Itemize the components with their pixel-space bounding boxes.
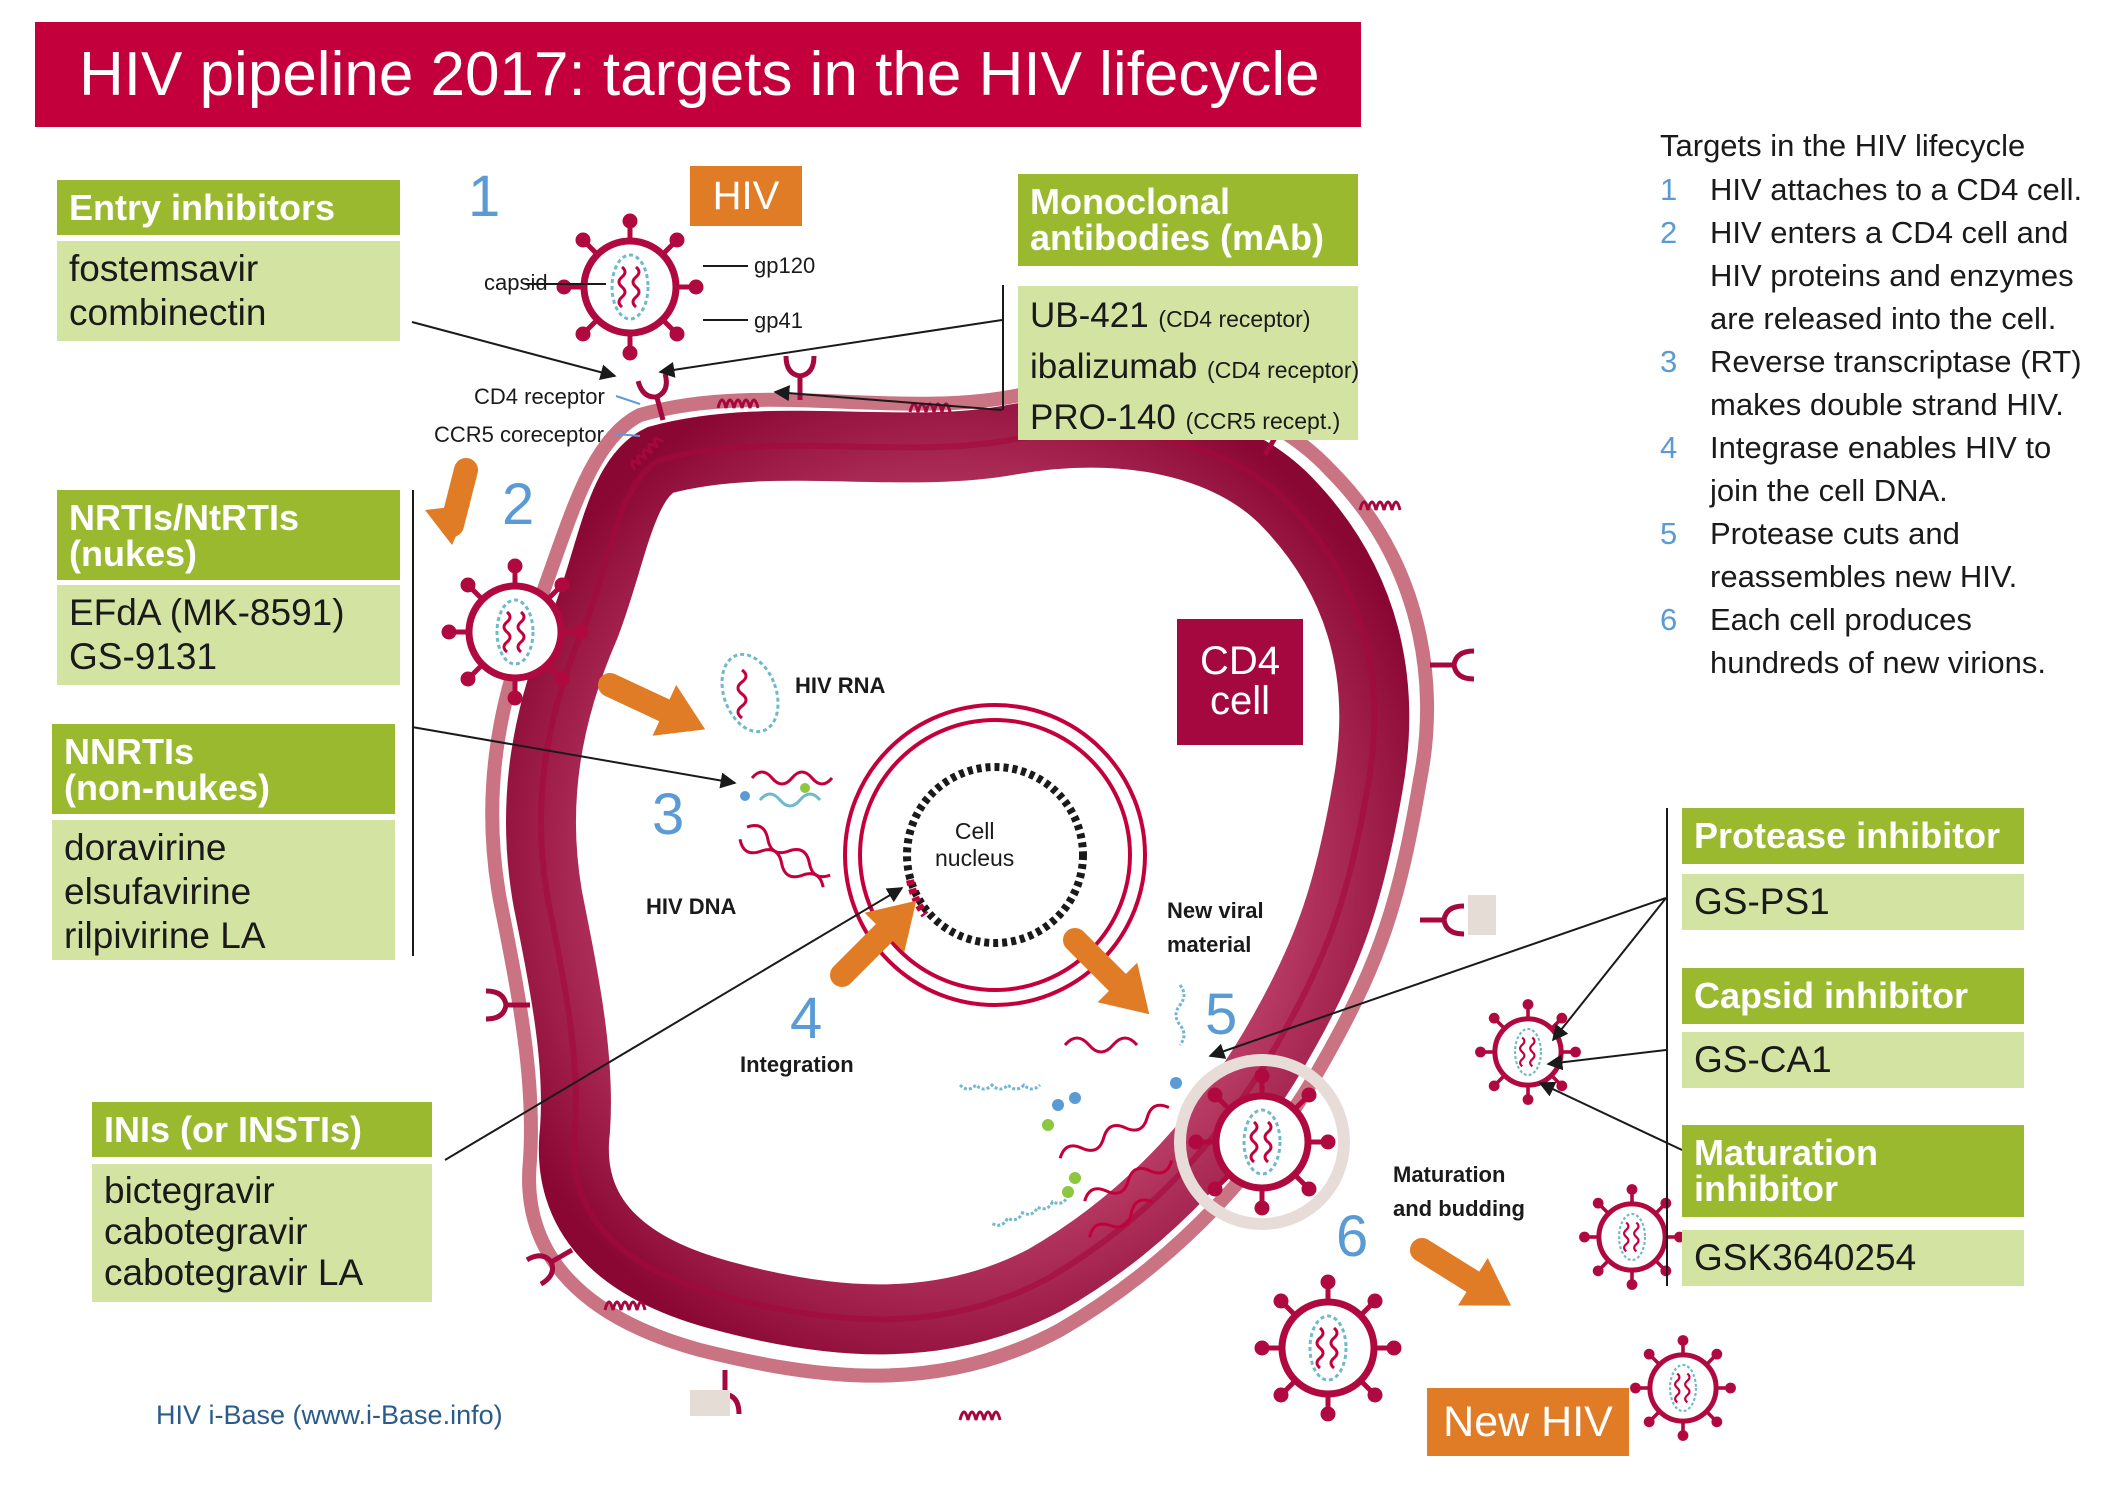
cd4-receptor-icon bbox=[1420, 906, 1464, 934]
legend-step-6: 6 Each cell produces hundreds of new vir… bbox=[1660, 602, 2047, 680]
step-number-6: 6 bbox=[1336, 1204, 1369, 1269]
title-bar: HIV pipeline 2017: targets in the HIV li… bbox=[35, 22, 1361, 127]
step-number-3: 3 bbox=[652, 782, 685, 847]
cd4-cell-label: CD4 cell bbox=[1177, 619, 1303, 745]
blocked-receptor-icon bbox=[690, 1390, 730, 1416]
ini-drugs: bictegravir cabotegravir cabotegravir LA bbox=[92, 1164, 432, 1302]
legend-step-3: 3 Reverse transcriptase (RT) makes doubl… bbox=[1660, 344, 2082, 422]
entry-inhibitors-header: Entry inhibitors bbox=[57, 180, 400, 235]
new-virion-icon bbox=[1257, 1277, 1399, 1419]
hiv-rna-icon bbox=[720, 652, 780, 734]
capsid-inhibitor-drugs: GS-CA1 bbox=[1682, 1032, 2024, 1088]
new-hiv-label: New HIV bbox=[1427, 1388, 1629, 1456]
new-viral-material-icon bbox=[1063, 1036, 1139, 1054]
ccr5-coreceptor-icon bbox=[958, 1410, 1002, 1422]
page-title: HIV pipeline 2017: targets in the HIV li… bbox=[79, 40, 1320, 109]
legend-step-5: 5 Protease cuts and reassembles new HIV. bbox=[1660, 516, 2018, 594]
step-number-5: 5 bbox=[1205, 982, 1238, 1047]
hiv-dna-icon bbox=[746, 824, 831, 879]
ini-header: INIs (or INSTIs) bbox=[92, 1102, 432, 1157]
cell-nucleus-label: Cell nucleus bbox=[935, 818, 1015, 871]
step6-arrow bbox=[1407, 1226, 1526, 1329]
maturation-budding-label: Maturation and budding bbox=[1393, 1162, 1525, 1221]
entering-virion-icon bbox=[444, 561, 586, 703]
gp120-label: gp120 bbox=[754, 253, 816, 278]
hiv-rna-label: HIV RNA bbox=[795, 673, 886, 698]
protease-inhibitor-drugs: GS-PS1 bbox=[1682, 874, 2024, 930]
hiv-virion-icon bbox=[559, 216, 701, 358]
new-virion-icon bbox=[1632, 1337, 1734, 1439]
nrti-drugs: EFdA (MK-8591) GS-9131 bbox=[57, 585, 400, 685]
source-credit: HIV i-Base (www.i-Base.info) bbox=[156, 1400, 503, 1430]
step3-arrow bbox=[598, 660, 717, 755]
budding-virion-icon bbox=[1191, 1071, 1333, 1213]
hiv-label: HIV bbox=[690, 166, 802, 226]
capsid-label: capsid bbox=[484, 270, 548, 295]
cd4-receptor-icon bbox=[1430, 651, 1474, 679]
mab-header: Monoclonal antibodies (mAb) bbox=[1018, 174, 1358, 266]
step-number-1: 1 bbox=[468, 164, 501, 229]
legend-title: Targets in the HIV lifecycle bbox=[1660, 128, 2026, 163]
protease-inhibitor-header: Protease inhibitor bbox=[1682, 808, 2024, 864]
hiv-dna-label: HIV DNA bbox=[646, 894, 737, 919]
new-virion-icon bbox=[1477, 1001, 1579, 1103]
mab-drug-1: UB-421 (CD4 receptor) bbox=[1030, 296, 1311, 335]
maturation-inhibitor-drugs: GSK3640254 bbox=[1682, 1230, 2024, 1286]
step2-arrow bbox=[425, 458, 478, 545]
legend-step-2: 2 HIV enters a CD4 cell and HIV proteins… bbox=[1660, 215, 2074, 336]
new-viral-material-label: New viral material bbox=[1167, 898, 1264, 957]
entry-inhibitors-drugs: fostemsavir combinectin bbox=[57, 241, 400, 341]
gp41-label: gp41 bbox=[754, 308, 803, 333]
nnrti-header: NNRTIs (non-nukes) bbox=[52, 724, 395, 814]
mab-drug-2: ibalizumab (CD4 receptor) bbox=[1030, 347, 1360, 386]
integration-label: Integration bbox=[740, 1052, 854, 1077]
rna-strand-icon bbox=[750, 770, 834, 786]
mab-drug-3: PRO-140 (CCR5 recept.) bbox=[1030, 398, 1341, 437]
lifecycle-legend: Targets in the HIV lifecycle 1 HIV attac… bbox=[1660, 124, 2100, 684]
legend-step-4: 4 Integrase enables HIV to join the cell… bbox=[1660, 430, 2052, 508]
cd4-receptor-label: CD4 receptor bbox=[474, 384, 605, 409]
blocked-receptor-icon bbox=[1468, 895, 1496, 935]
ccr5-coreceptor-label: CCR5 coreceptor bbox=[434, 422, 604, 447]
nrti-header: NRTIs/NtRTIs (nukes) bbox=[57, 490, 400, 580]
capsid-inhibitor-header: Capsid inhibitor bbox=[1682, 968, 2024, 1024]
step-number-4: 4 bbox=[790, 986, 823, 1051]
nnrti-drugs: doravirine elsufavirine rilpivirine LA bbox=[52, 820, 395, 960]
mab-drugs: UB-421 (CD4 receptor) ibalizumab (CD4 re… bbox=[1018, 286, 1360, 440]
step-number-2: 2 bbox=[502, 472, 535, 537]
legend-step-1: 1 HIV attaches to a CD4 cell. bbox=[1660, 172, 2083, 207]
maturation-inhibitor-header: Maturation inhibitor bbox=[1682, 1125, 2024, 1217]
